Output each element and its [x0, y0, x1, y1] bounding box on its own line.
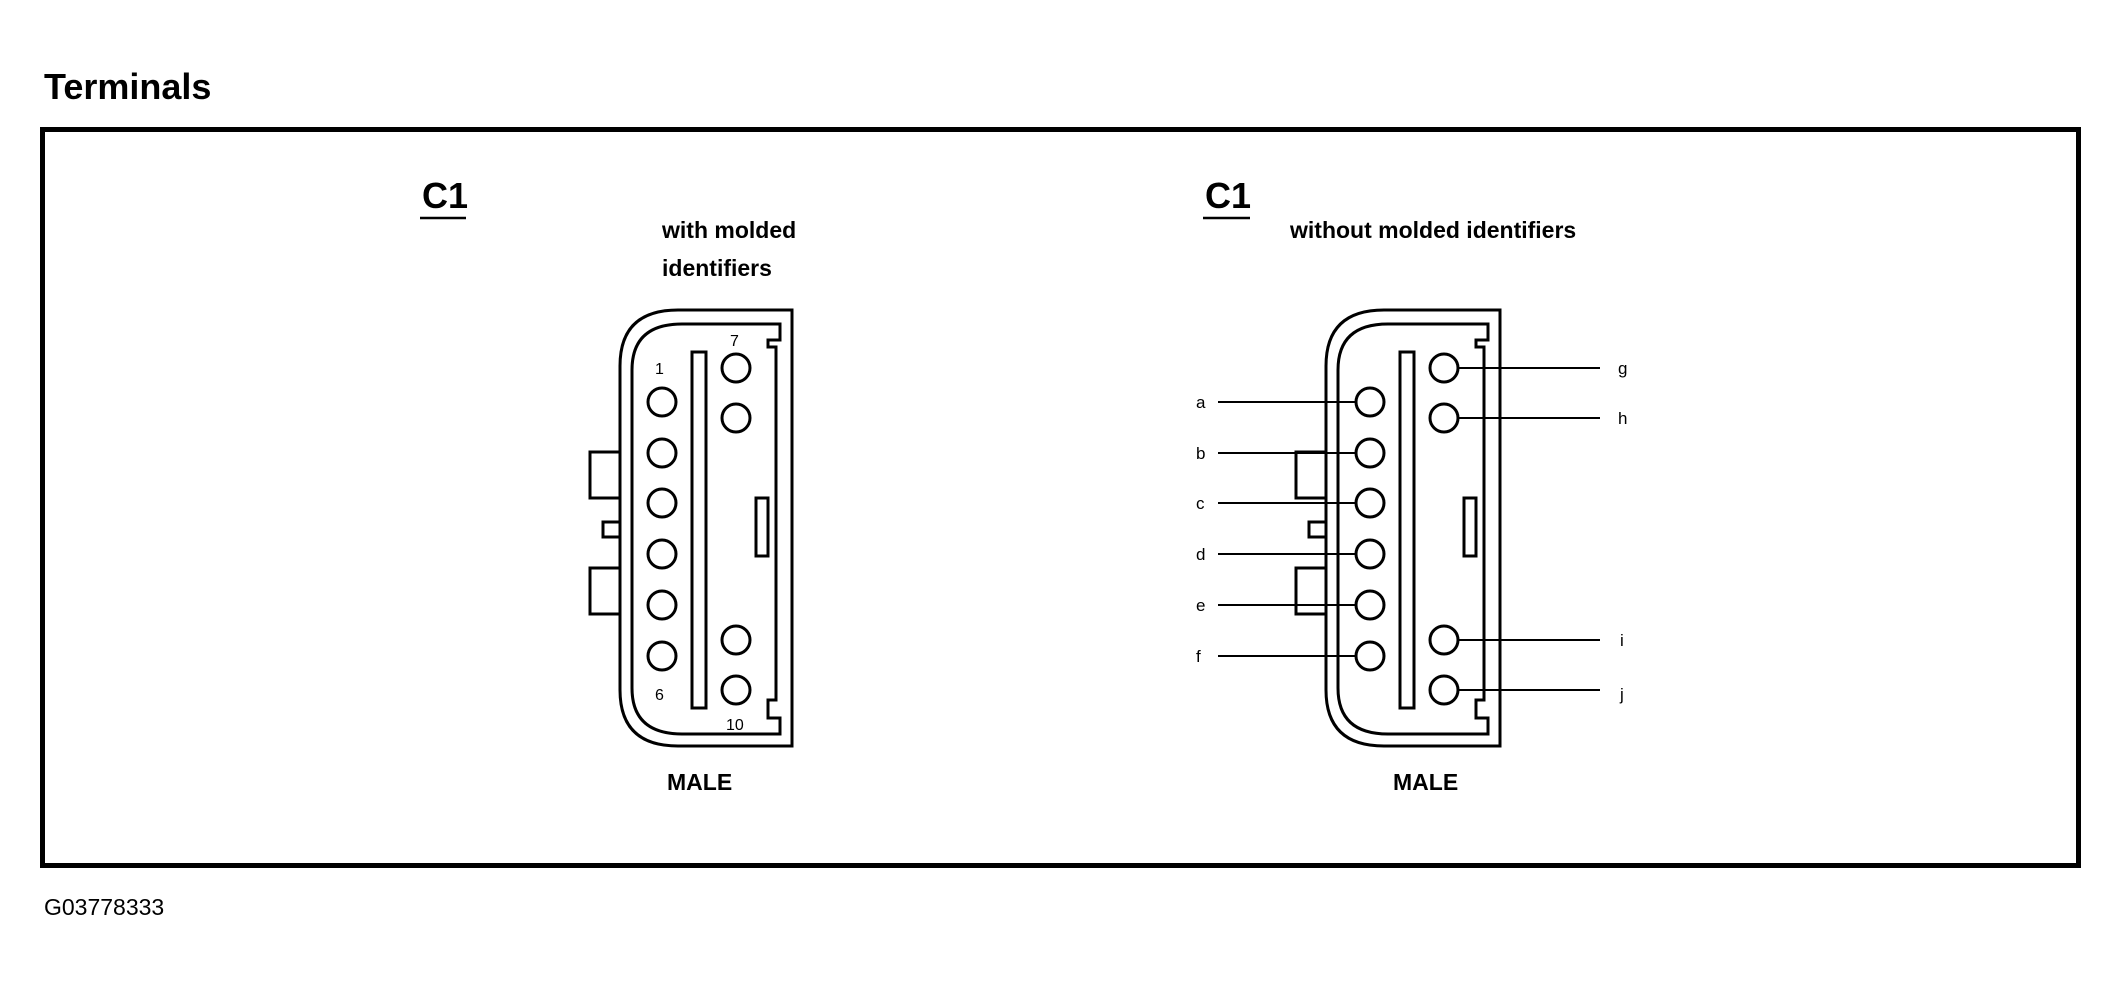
diagram-frame: [40, 127, 2081, 868]
connector-with-identifiers: C1 with molded identifiers 1 6 7 10: [420, 175, 796, 795]
connector-name-left: C1: [422, 175, 468, 216]
pin-label-j: j: [1619, 685, 1624, 704]
connector-body-right: [1294, 308, 1502, 748]
pin-label-e: e: [1196, 596, 1205, 615]
pin-label-6: 6: [655, 687, 664, 704]
connector-without-identifiers: C1 without molded identifiers: [1196, 175, 1627, 795]
pin-label-1: 1: [655, 361, 664, 378]
connector-body-left: [588, 308, 794, 748]
pin-label-h: h: [1618, 409, 1627, 428]
pin-leader-lines: [1218, 367, 1600, 691]
connector-note: without molded identifiers: [1289, 217, 1576, 243]
connector-gender-left: MALE: [667, 769, 732, 795]
connector-gender-right: MALE: [1393, 769, 1458, 795]
connector-name-right: C1: [1205, 175, 1251, 216]
pin-label-b: b: [1196, 444, 1205, 463]
pin-label-d: d: [1196, 545, 1205, 564]
pin-label-c: c: [1196, 494, 1205, 513]
figure-id: G03778333: [44, 894, 165, 920]
pin-label-f: f: [1196, 647, 1201, 666]
pin-label-i: i: [1620, 631, 1624, 650]
page-title: Terminals: [44, 66, 212, 107]
connector-note-line2: identifiers: [662, 255, 772, 281]
pin-label-10: 10: [726, 717, 744, 734]
connector-note-line1: with molded: [661, 217, 796, 243]
pin-label-g: g: [1618, 359, 1627, 378]
pin-label-7: 7: [730, 333, 739, 350]
pin-label-a: a: [1196, 393, 1206, 412]
